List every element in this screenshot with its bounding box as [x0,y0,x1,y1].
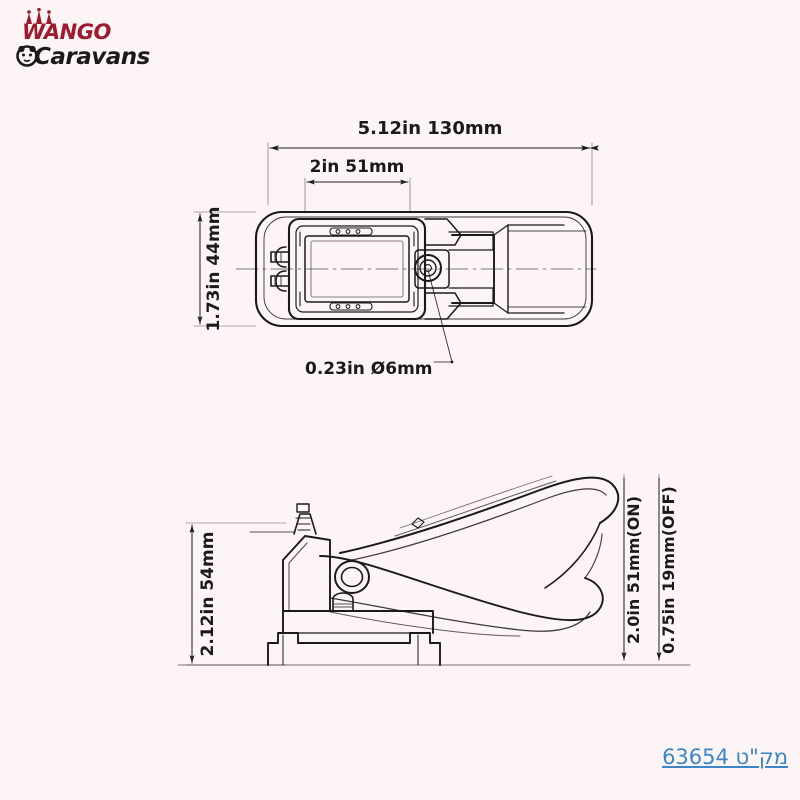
dimension-overall-height [193,211,257,327]
logo-wango-text: WANGO [22,20,111,44]
dimension-label-overall-length: 5.12in 130mm [358,118,503,139]
dimension-side-height [185,522,287,666]
dimension-body-width [304,177,411,213]
dimension-label-body-width: 2in 51mm [310,157,405,177]
dimension-label-hole-diameter: 0.23in Ø6mm [305,359,433,379]
dimension-overall-length [267,142,599,206]
side-view-geometry [177,475,691,666]
catalog-number-link[interactable]: מק"ט 63654 [662,745,788,769]
leader-hole-diameter [427,269,454,364]
logo-caravans-text: Caravans [34,44,150,70]
panda-face-icon [16,45,38,67]
top-view-geometry [235,210,597,328]
dimension-label-switch-on: 2.0in 51mm(ON) [624,496,643,644]
brand-logo[interactable]: WANGO Caravans [12,8,182,70]
dimension-label-overall-height: 1.73in 44mm [204,207,224,332]
crown-icon [26,8,52,24]
dimension-label-side-height: 2.12in 54mm [198,532,218,657]
dimension-label-switch-off: 0.75in 19mm(OFF) [659,486,678,654]
